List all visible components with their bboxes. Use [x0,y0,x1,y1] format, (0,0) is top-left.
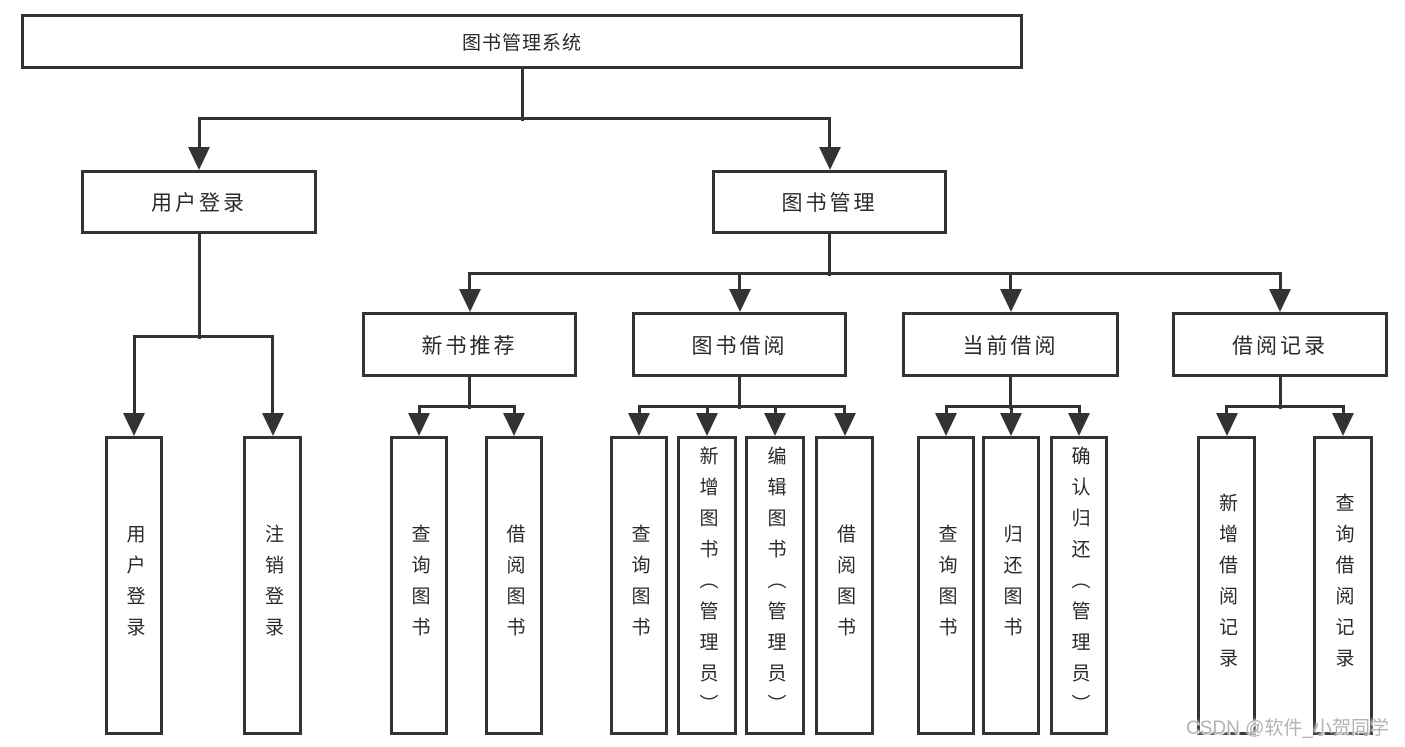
arrowhead-down-icon [696,413,718,436]
connector-arrow-stem [705,406,709,418]
connector-arrow-stem [637,406,641,418]
leaf-edit-book-admin: 编辑图书（管理员） [745,436,805,735]
leaf-query-books-recommend: 查询图书 [390,436,448,735]
connector-line-vertical [1278,377,1282,409]
connector-line-horizontal [468,271,1282,275]
arrowhead-down-icon [123,413,145,436]
leaf-query-books-current: 查询图书 [917,436,975,735]
connector-line-horizontal [944,404,1081,408]
connector-arrow-stem [1009,273,1012,294]
connector-line-vertical [520,69,524,121]
connector-line-horizontal [637,404,846,408]
connector-arrow-stem [512,406,516,418]
connector-arrow-stem [1009,406,1013,418]
node-new-book-recommendation: 新书推荐 [362,312,577,377]
connector-line-horizontal [1225,404,1345,408]
connector-arrow-stem [738,273,741,294]
leaf-confirm-return-admin: 确认归还（管理员） [1050,436,1108,735]
arrowhead-down-icon [261,413,284,436]
connector-line-vertical [468,377,471,409]
arrowhead-down-icon [503,413,525,436]
arrowhead-down-icon [1269,289,1291,312]
connector-line-horizontal [132,334,274,338]
connector-line-vertical [738,377,741,409]
connector-arrow-stem [1225,406,1228,418]
arrowhead-down-icon [818,147,841,170]
arrowhead-down-icon [1215,413,1238,436]
leaf-logout: 注销登录 [243,436,302,735]
node-user-login: 用户登录 [81,170,317,234]
leaf-borrow-books-borrowing: 借阅图书 [815,436,874,735]
connector-arrow-stem [843,406,846,418]
connector-arrow-stem [417,406,421,418]
arrowhead-down-icon [1332,413,1354,436]
leaf-query-borrow-record: 查询借阅记录 [1313,436,1373,735]
node-current-borrowing: 当前借阅 [902,312,1119,377]
connector-line-vertical [197,234,201,339]
leaf-add-borrow-record: 新增借阅记录 [1197,436,1256,735]
connector-arrow-stem [468,273,471,294]
arrowhead-down-icon [764,413,786,436]
node-borrowing-records: 借阅记录 [1172,312,1388,377]
connector-line-vertical [828,234,831,276]
arrowhead-down-icon [999,289,1022,312]
connector-arrow-stem [1278,273,1282,294]
connector-arrow-stem [1077,406,1081,418]
connector-arrow-stem [132,336,136,418]
connector-arrow-stem [1341,406,1345,418]
arrowhead-down-icon [833,413,856,436]
arrowhead-down-icon [188,147,210,170]
connector-line-horizontal [417,404,516,408]
leaf-borrow-books-recommend: 借阅图书 [485,436,543,735]
arrowhead-down-icon [1000,413,1022,436]
arrowhead-down-icon [1068,413,1090,436]
connector-arrow-stem [828,118,831,152]
leaf-add-book-admin: 新增图书（管理员） [677,436,737,735]
connector-arrow-stem [944,406,948,418]
connector-line-vertical [1009,377,1012,409]
connector-line-horizontal [197,116,831,120]
leaf-return-book: 归还图书 [982,436,1040,735]
connector-arrow-stem [197,118,201,152]
node-book-management: 图书管理 [712,170,947,234]
connector-arrow-stem [773,406,777,418]
connector-arrow-stem [271,336,274,418]
arrowhead-down-icon [408,413,430,436]
node-book-borrowing: 图书借阅 [632,312,847,377]
arrowhead-down-icon [628,413,650,436]
leaf-user-login: 用户登录 [105,436,163,735]
arrowhead-down-icon [458,289,481,312]
arrowhead-down-icon [935,413,957,436]
arrowhead-down-icon [728,289,751,312]
leaf-query-books-borrowing: 查询图书 [610,436,668,735]
node-library-management-system: 图书管理系统 [21,14,1023,69]
